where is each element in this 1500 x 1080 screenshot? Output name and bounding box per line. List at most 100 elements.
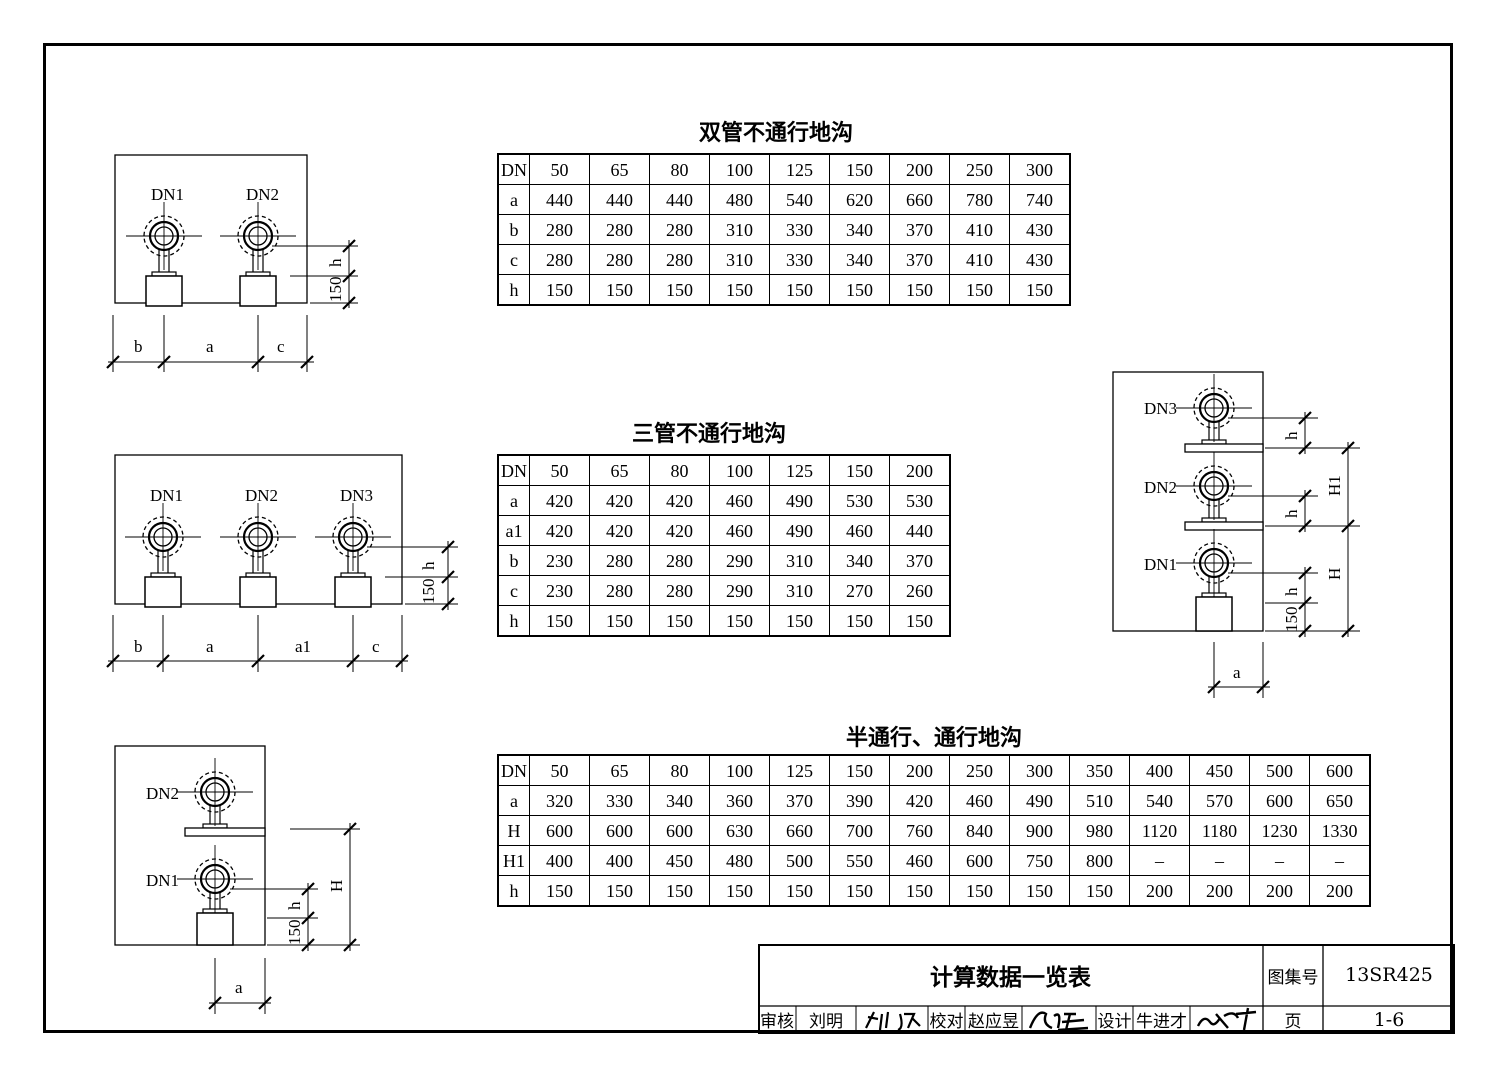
table-cell: 150 [709,274,770,306]
table-cell: 280 [529,214,590,245]
table-cell: 460 [709,515,770,546]
table-cell: 620 [829,184,890,215]
table-cell: 460 [949,785,1010,816]
row-header-cell: a1 [497,515,530,546]
double-table-title: 双管不通行地沟 [699,121,854,146]
table-cell: 490 [769,515,830,546]
table-cell: 320 [529,785,590,816]
dim-a: a [1233,663,1241,682]
table-cell: 280 [649,575,710,606]
table-cell: 500 [1249,754,1310,786]
table-cell: 250 [949,754,1010,786]
table-cell: 230 [529,575,590,606]
table-cell: 280 [649,244,710,275]
table-cell: 150 [889,605,951,637]
table-cell: 150 [529,605,590,637]
table-cell: 290 [709,575,770,606]
table-cell: 280 [529,244,590,275]
table-cell: 150 [889,875,950,907]
table-cell: 150 [589,605,650,637]
dim-a: a [206,637,214,656]
table-cell: 490 [769,485,830,516]
row-header-cell: c [497,244,530,275]
table-cell: 540 [1129,785,1190,816]
table-cell: 125 [769,454,830,486]
row-header-cell: c [497,575,530,606]
table-cell: 840 [949,815,1010,846]
table-cell: 440 [529,184,590,215]
table-cell: 80 [649,153,710,185]
table-cell: 450 [649,845,710,876]
reviewer-signature [865,1011,921,1032]
table-cell: 250 [949,153,1010,185]
table-cell: 80 [649,754,710,786]
dim-c: c [372,637,380,656]
table-cell: 1180 [1189,815,1250,846]
table-cell: 340 [829,214,890,245]
dim-b: b [134,637,143,656]
table-cell: 150 [769,274,830,306]
atlas-label: 图集号 [1267,967,1319,988]
table-cell: 280 [589,214,650,245]
triple-table-title: 三管不通行地沟 [632,422,787,447]
table-cell: 200 [1249,875,1310,907]
table-cell: 440 [889,515,951,546]
dim-H: H [327,880,346,892]
table-cell: 660 [889,184,950,215]
pipe-label-dn1: DN1 [151,185,184,204]
table-cell: 420 [589,515,650,546]
checker-signature [1028,1011,1089,1032]
dim-a1: a1 [295,637,311,656]
table-cell: 80 [649,454,710,486]
row-header-cell: b [497,214,530,245]
table-cell: 50 [529,153,590,185]
triple-pipe-diagram: DN1 DN2 DN3 h 150 b a a1 c [105,454,458,672]
table-cell: 150 [889,274,950,306]
row-header-cell: h [497,875,530,907]
table-cell: 150 [1009,274,1071,306]
table-cell: 600 [1249,785,1310,816]
dim-H1: H1 [1325,475,1344,496]
table-cell: 530 [829,485,890,516]
pipe-label-dn2: DN2 [246,185,279,204]
table-cell: 360 [709,785,770,816]
table-cell: 330 [769,214,830,245]
table-cell: 280 [649,545,710,576]
table-cell: 440 [589,184,650,215]
drawing-frame [43,43,1453,1033]
table-cell: 150 [829,754,890,786]
dim-h: h [419,561,438,570]
check-label: 校对 [929,1012,964,1032]
table-cell: 340 [829,545,890,576]
page-number: 1-6 [1373,1008,1405,1031]
title-block: 计算数据一览表 图集号 13SR425 页 1-6 审核 刘明 校对 赵应昱 设… [758,944,1455,1035]
table-cell: 200 [1129,875,1190,907]
table-cell: 290 [709,545,770,576]
dim-H: H [1325,568,1344,580]
table-cell: 450 [1189,754,1250,786]
table-cell: 150 [649,875,710,907]
pipe-label-dn2: DN2 [245,486,278,505]
table-cell: 600 [529,815,590,846]
table-cell: 420 [889,785,950,816]
table-cell: 280 [589,545,650,576]
table-cell: 230 [529,545,590,576]
pipe-label-dn2: DN2 [146,784,179,803]
table-cell: 280 [589,575,650,606]
table-cell: 460 [889,845,950,876]
table-cell: 310 [769,575,830,606]
table-cell: 150 [649,274,710,306]
checker-name: 赵应昱 [968,1012,1019,1032]
dim-h: h [1282,431,1301,440]
table-cell: 125 [769,754,830,786]
table-cell: 150 [1009,875,1070,907]
table-cell: 370 [889,244,950,275]
reviewer-name: 刘明 [809,1012,843,1032]
table-cell: 400 [1129,754,1190,786]
